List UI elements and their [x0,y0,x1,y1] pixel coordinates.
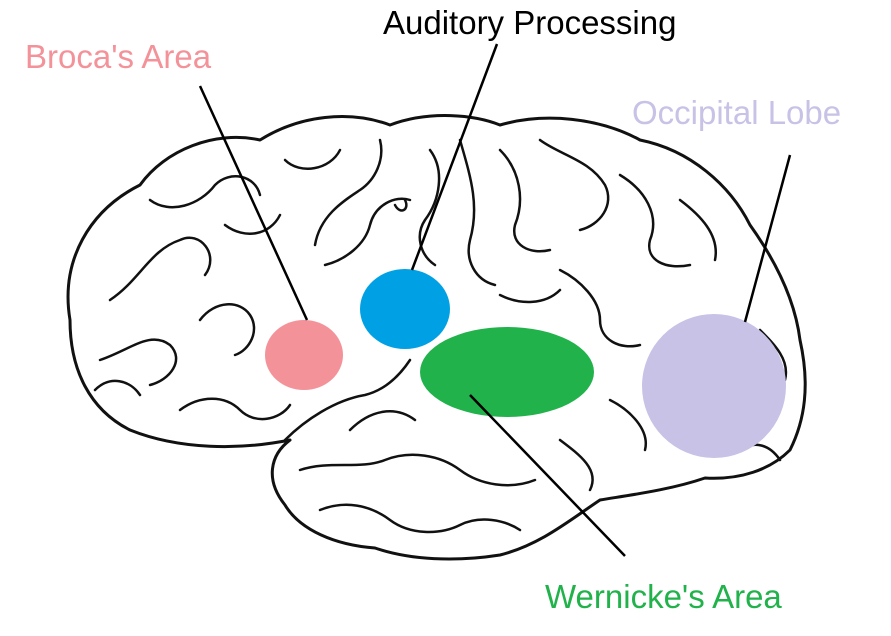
auditory-leader-line [410,43,499,271]
wernicke-leader-line [469,394,626,557]
broca-area-label: Broca's Area [25,38,212,75]
wernicke-area-region [420,327,594,417]
occipital-lobe-region [642,314,786,458]
wernicke-area-label: Wernicke's Area [545,578,782,615]
auditory-processing-region [360,269,450,349]
broca-area-region [265,320,343,390]
brain-folds [93,138,788,534]
auditory-processing-label: Auditory Processing [383,4,677,41]
occipital-leader-line [743,154,792,323]
broca-leader-line [198,85,309,321]
leader-lines [198,43,792,557]
occipital-lobe-label: Occipital Lobe [632,94,842,131]
